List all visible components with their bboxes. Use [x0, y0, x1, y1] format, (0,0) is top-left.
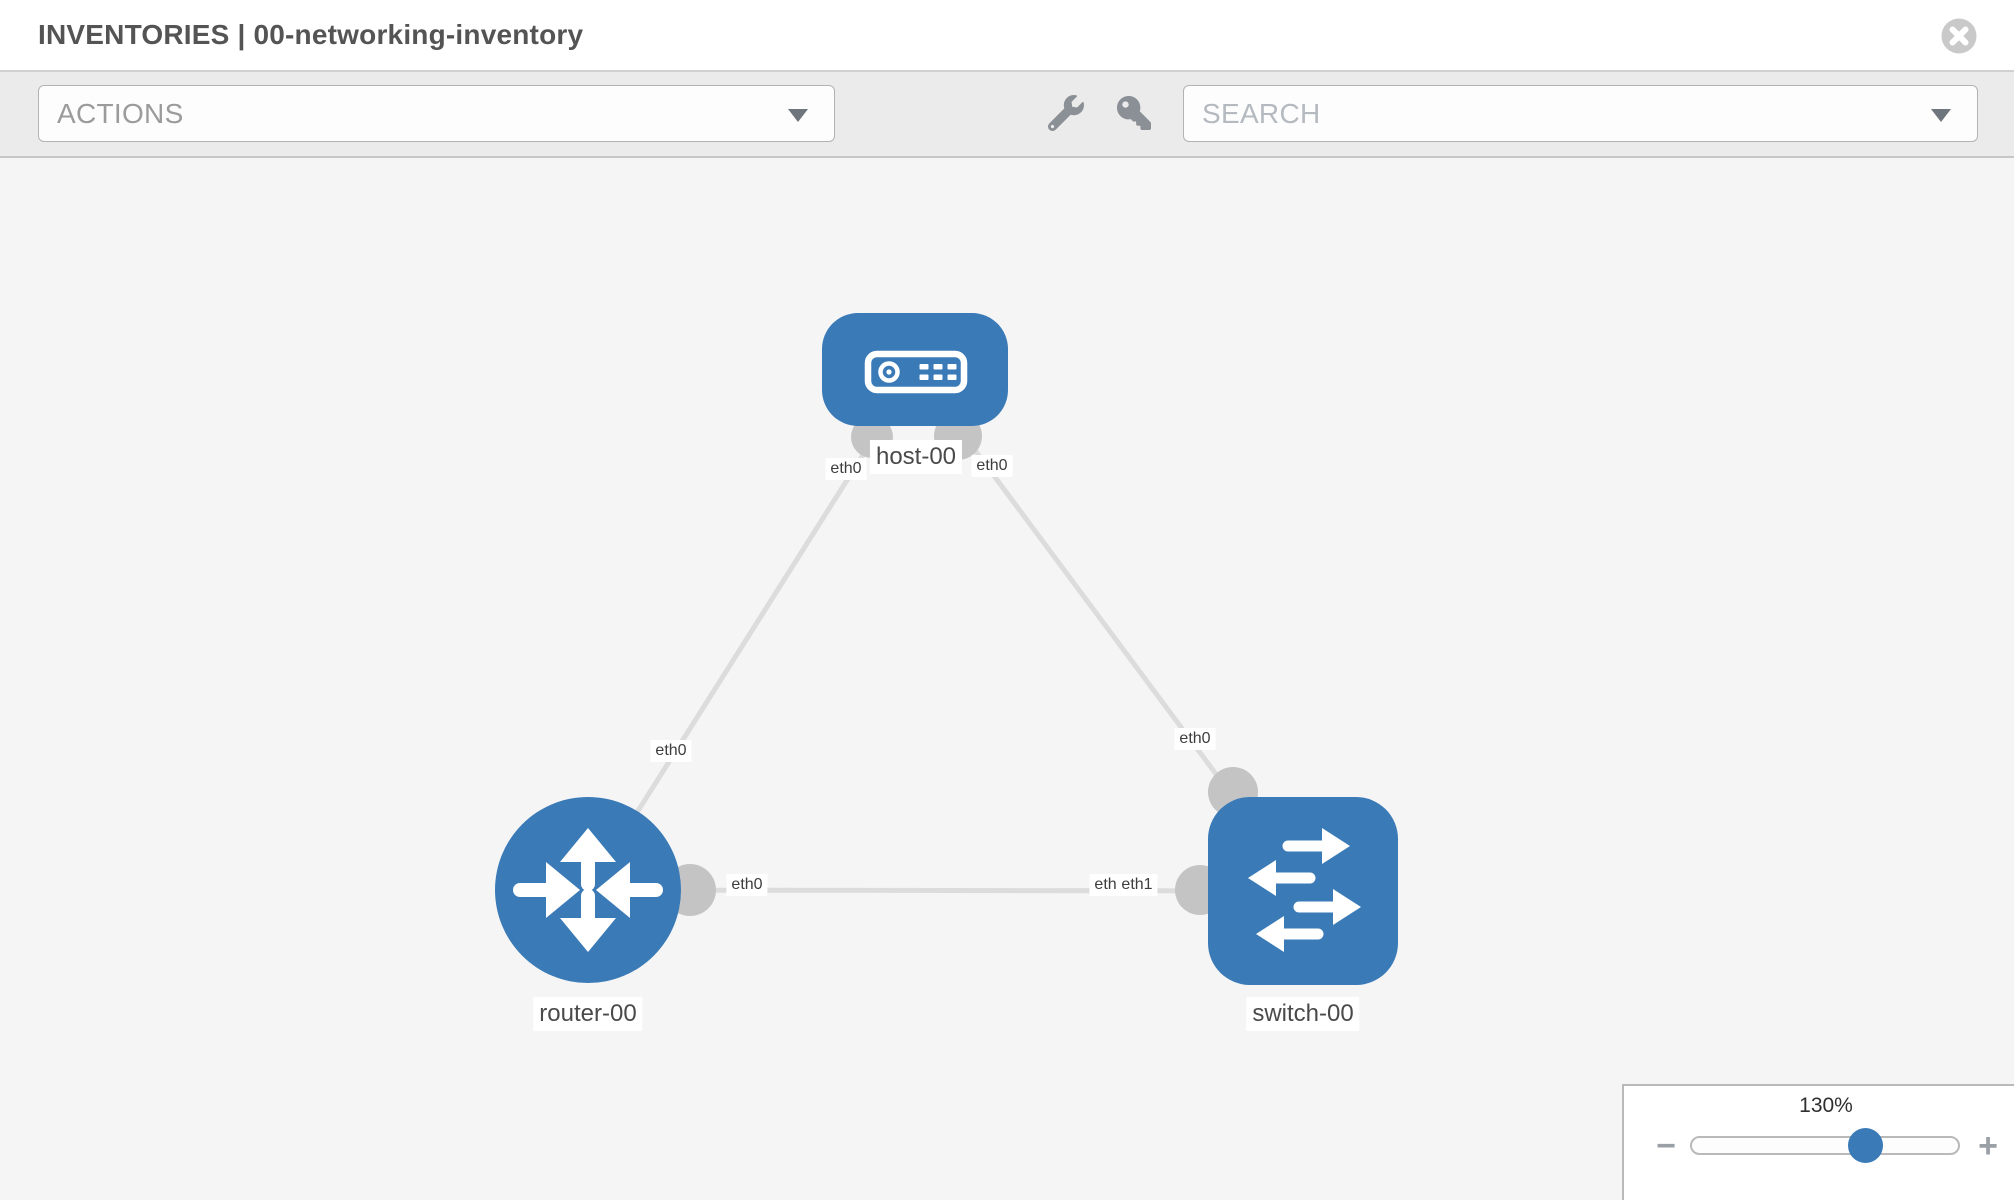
actions-dropdown-label: ACTIONS [57, 97, 184, 129]
search-dropdown-label: SEARCH [1202, 97, 1321, 129]
actions-dropdown[interactable]: ACTIONS [38, 85, 835, 142]
search-dropdown[interactable]: SEARCH [1183, 85, 1978, 142]
zoom-out-button[interactable]: − [1644, 1124, 1688, 1168]
node-host[interactable] [822, 313, 1008, 426]
port-label-host-right: eth0 [971, 455, 1013, 477]
toolbar: ACTIONS SEARCH [0, 72, 2014, 158]
chevron-down-icon [1931, 108, 1951, 122]
key-button[interactable] [1114, 94, 1154, 134]
page-title: INVENTORIES | 00-networking-inventory [38, 19, 584, 50]
close-button[interactable] [1941, 18, 1977, 54]
close-icon [1941, 18, 1977, 54]
zoom-panel: 130% − + [1622, 1084, 2014, 1200]
port-label-switch-eth1: eth1 [1116, 874, 1158, 896]
port-label-switch-host: eth0 [1174, 728, 1216, 750]
node-label-host[interactable]: host-00 [869, 440, 963, 474]
zoom-level: 130% [1799, 1094, 1853, 1117]
topology-canvas[interactable]: host-00 router-00 switch-00 eth0 eth0 et… [0, 158, 2014, 1200]
zoom-slider-track[interactable] [1690, 1136, 1960, 1155]
zoom-slider-thumb[interactable] [1848, 1128, 1883, 1163]
router-icon [513, 828, 663, 952]
wrench-button[interactable] [1046, 94, 1086, 134]
topology-graph [495, 313, 1398, 985]
port-label-router-host: eth0 [650, 740, 692, 762]
link-host-router[interactable] [585, 369, 919, 892]
switch-icon [1248, 828, 1361, 952]
chevron-down-icon [788, 108, 808, 122]
port-label-router-switch: eth0 [726, 874, 768, 896]
key-icon [1117, 95, 1151, 130]
node-label-router[interactable]: router-00 [533, 997, 643, 1031]
node-switch[interactable] [1208, 797, 1398, 985]
port-label-host-left: eth0 [825, 458, 867, 480]
zoom-in-button[interactable]: + [1966, 1124, 2010, 1168]
node-router[interactable] [495, 797, 681, 983]
header: INVENTORIES | 00-networking-inventory [0, 0, 2014, 72]
node-label-switch[interactable]: switch-00 [1246, 997, 1360, 1031]
host-icon [864, 350, 968, 394]
wrench-icon [1047, 94, 1084, 131]
